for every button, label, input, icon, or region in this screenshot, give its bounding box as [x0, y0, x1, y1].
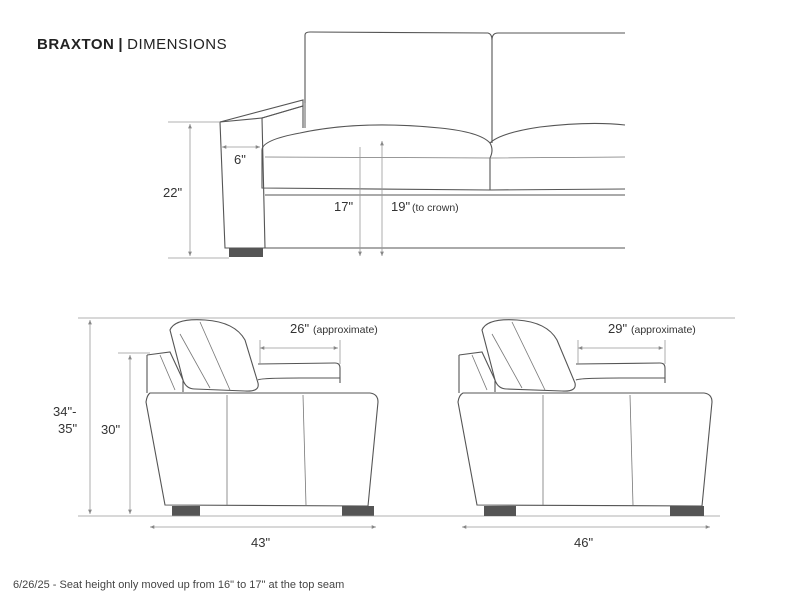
side-view-large-dimensions [462, 340, 710, 529]
side-foot-large-left [484, 506, 516, 516]
front-total-height-label: 22" [163, 185, 182, 200]
front-view-sofa [219, 31, 626, 257]
front-foot [229, 248, 263, 257]
overall-depth-large-label: 46" [574, 535, 593, 550]
seat-depth-small-note: (approximate) [313, 324, 378, 336]
brand-name: BRAXTON [37, 36, 115, 53]
seat-depth-large-label: 29" [608, 321, 627, 336]
front-view-dimensions [168, 121, 384, 259]
arm-width-label: 6" [234, 152, 246, 167]
title-subtitle: DIMENSIONS [127, 36, 228, 53]
side-foot-large-right [670, 506, 704, 516]
revision-footnote: 6/26/25 - Seat height only moved up from… [13, 579, 345, 591]
arm-top-large [575, 362, 666, 383]
seat-height-label: 17" [334, 199, 353, 214]
side-body-small [145, 392, 379, 507]
arm-height-label: 30" [101, 422, 120, 437]
seat-depth-small-label: 26" [290, 321, 309, 336]
arm-top-small [257, 362, 341, 383]
arm-front [219, 117, 266, 249]
side-view-small-dimensions [78, 317, 735, 529]
seat-cushion-top [261, 122, 626, 151]
overall-depth-small-label: 43" [251, 535, 270, 550]
back-pillow-small [169, 319, 259, 392]
side-view-large-sofa [457, 319, 713, 516]
page-title: BRAXTON|DIMENSIONS [37, 36, 227, 53]
side-body-large [457, 392, 713, 507]
title-separator: | [118, 36, 124, 53]
side-foot-small-left [172, 506, 200, 516]
side-view-small-sofa [145, 319, 379, 516]
seat-cushion-front [261, 150, 626, 191]
back-pillow-large [481, 319, 576, 392]
back-height-label-2: 35" [58, 421, 77, 436]
seat-crown-note: (to crown) [412, 202, 459, 214]
back-cushion-right [491, 32, 625, 41]
seat-crown-label: 19" [391, 199, 410, 214]
side-foot-small-right [342, 506, 374, 516]
back-cushion-left [304, 31, 493, 143]
seat-depth-large-note: (approximate) [631, 324, 696, 336]
back-height-label-1: 34"- [53, 404, 76, 419]
